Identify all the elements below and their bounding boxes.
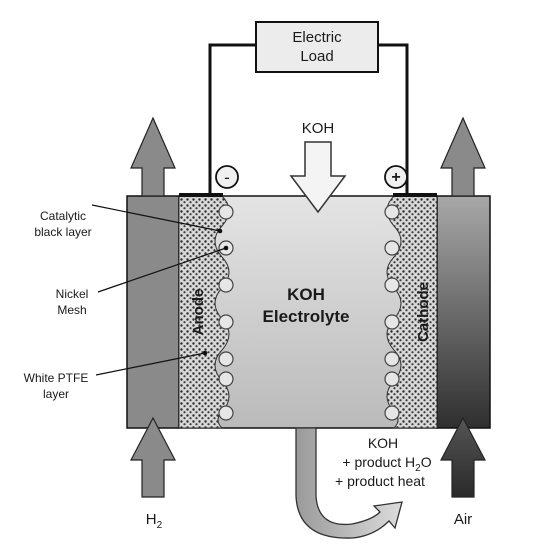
outlet-label-line1: KOH	[368, 435, 398, 451]
electrolyte-label-line1: KOH	[287, 285, 325, 304]
ptfe-layer-label-line1: White PTFE	[24, 371, 89, 385]
hydrogen-chamber	[126, 195, 180, 429]
hydrogen-label: H2	[146, 511, 163, 531]
nickel-mesh-label-line2: Mesh	[57, 303, 86, 317]
air-label: Air	[454, 511, 472, 528]
electric-load-box	[255, 21, 379, 73]
catalytic-layer-label-line1: Catalytic	[40, 209, 86, 223]
nickel-mesh-label-line1: Nickel	[56, 287, 89, 301]
ptfe-layer-label-line2: layer	[43, 387, 69, 401]
electric-load-label-line1: Electric	[292, 29, 342, 46]
anode-label: Anode	[190, 289, 207, 336]
callout-leaders	[91, 204, 227, 376]
outlet-label-line3: + product heat	[335, 473, 425, 489]
negative-terminal-sign: -	[224, 168, 230, 187]
negative-terminal: -	[215, 165, 239, 189]
koh-inlet-label: KOH	[302, 120, 335, 137]
electric-load-label-line2: Load	[300, 48, 333, 65]
circuit-wires	[208, 43, 409, 195]
positive-terminal-sign: +	[391, 169, 400, 186]
catalytic-layer-dot	[217, 228, 223, 234]
cathode-label: Cathode	[415, 282, 432, 342]
anode-terminal-bar	[179, 193, 223, 197]
electrolyte-label-line2: Electrolyte	[263, 307, 350, 326]
nickel-mesh-dot	[223, 245, 229, 251]
catalytic-layer-leader	[91, 204, 221, 232]
koh-inlet-arrow	[289, 141, 347, 214]
outlet-label-line2: + product H2O	[342, 454, 431, 474]
product-outlet-arrow	[295, 427, 403, 539]
ptfe-layer-dot	[202, 350, 208, 356]
ptfe-layer-leader	[95, 352, 206, 376]
anode-nickel-mesh	[218, 204, 234, 421]
cathode-terminal-bar	[393, 193, 437, 197]
air-chamber	[436, 195, 491, 429]
air-inlet-arrow	[440, 416, 486, 498]
hydrogen-outlet-arrow	[130, 116, 176, 197]
air-outlet-arrow	[440, 116, 486, 197]
cathode-nickel-mesh	[384, 204, 400, 421]
hydrogen-inlet-arrow	[130, 416, 176, 498]
positive-terminal: +	[384, 165, 408, 189]
catalytic-layer-label-line2: black layer	[34, 225, 91, 239]
nickel-mesh-leader	[97, 247, 227, 293]
electric-load: Electric Load	[255, 21, 379, 73]
